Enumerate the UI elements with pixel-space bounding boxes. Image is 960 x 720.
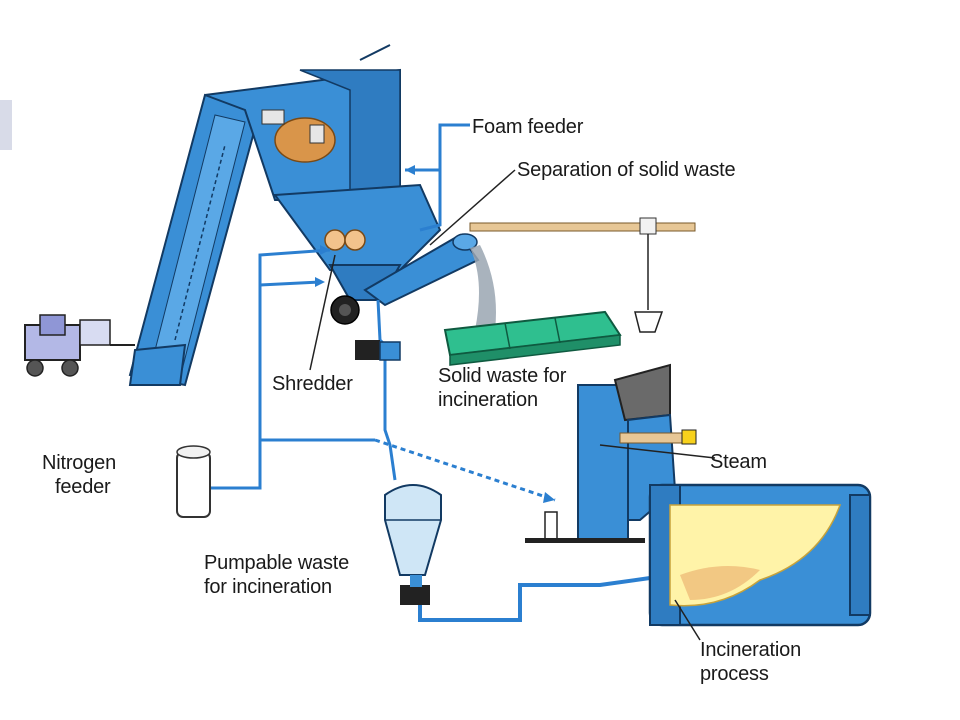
label-foam-feeder: Foam feeder <box>472 116 584 138</box>
waste-in-hopper <box>261 109 366 251</box>
overhead-crane <box>469 217 696 333</box>
leader-lines <box>309 169 701 641</box>
shredder-motor <box>330 295 360 325</box>
side-tab-marker <box>0 100 12 150</box>
label-solid-waste-line1: Solid waste for <box>438 365 567 387</box>
nitrogen-cylinder <box>176 445 211 518</box>
label-solid-waste-line2: incineration <box>438 389 538 411</box>
forklift <box>24 314 135 377</box>
label-nitrogen-line1: Nitrogen <box>42 452 116 474</box>
cyclone-tank <box>384 484 442 605</box>
solid-waste-tray <box>443 310 622 366</box>
label-separation: Separation of solid waste <box>517 159 736 181</box>
inclined-conveyor <box>128 93 262 387</box>
label-nitrogen-line2: feeder <box>55 476 111 498</box>
label-incineration-line1: Incineration <box>700 639 801 661</box>
label-pumpable-line1: Pumpable waste <box>204 552 350 574</box>
label-pumpable-line2: for incineration <box>204 576 332 598</box>
pipe-arrows <box>315 165 555 503</box>
pipes <box>210 123 651 622</box>
label-incineration-line2: process <box>700 663 769 685</box>
pump-upper <box>355 340 401 361</box>
rotary-kiln <box>648 483 872 627</box>
label-shredder: Shredder <box>272 373 353 395</box>
label-steam: Steam <box>710 451 767 473</box>
